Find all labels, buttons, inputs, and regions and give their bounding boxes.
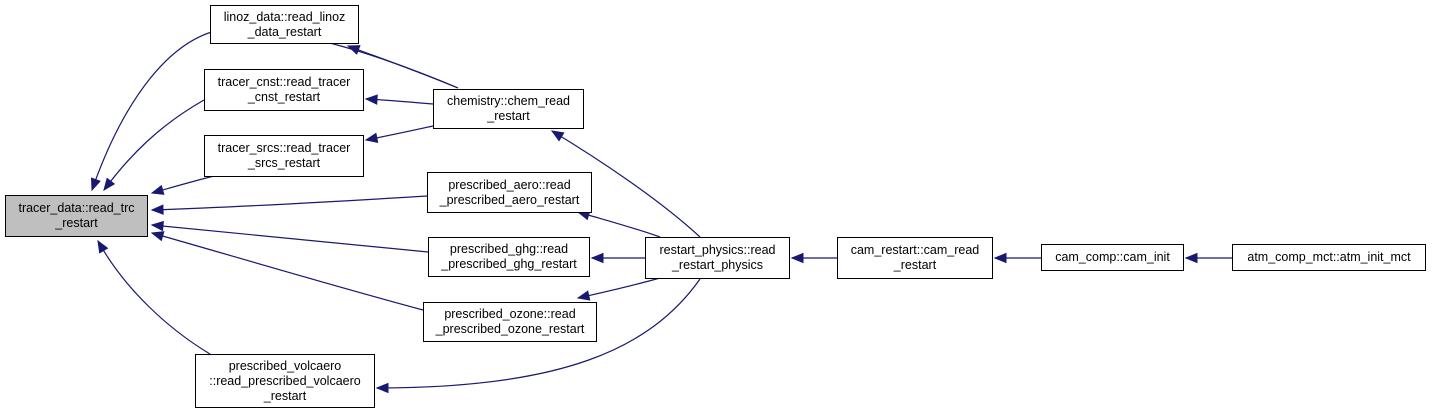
- edge-ghg-to-root: [151, 224, 429, 253]
- node-prescribed-aero-read-prescribed-aero-restart[interactable]: prescribed_aero::read _prescribed_aero_r…: [427, 172, 592, 213]
- edge-arrowhead: [790, 252, 804, 264]
- node-atm-comp-mct-atm-init-mct[interactable]: atm_comp_mct::atm_init_mct: [1232, 244, 1426, 271]
- node-prescribed-volcaero-read-prescribed-volcaero-restart[interactable]: prescribed_volcaero ::read_prescribed_vo…: [195, 354, 375, 408]
- edge-arrowhead: [150, 231, 165, 242]
- node-label: cam_restart::cam_read _restart: [850, 243, 980, 272]
- edge-arrowhead: [590, 252, 604, 264]
- node-cam-restart-cam-read-restart[interactable]: cam_restart::cam_read _restart: [837, 237, 993, 279]
- edge-arrowhead: [97, 239, 109, 254]
- node-label: tracer_srcs::read_tracer _srcs_restart: [217, 141, 351, 170]
- node-label: prescribed_ghg::read _prescribed_ghg_res…: [441, 242, 577, 271]
- node-label: chemistry::chem_read _restart: [447, 94, 570, 123]
- node-chemistry-chem-read-restart[interactable]: chemistry::chem_read _restart: [433, 89, 584, 129]
- edge-arrowhead: [576, 290, 591, 301]
- node-tracer-data-read-trc-restart: tracer_data::read_trc _restart: [5, 195, 148, 237]
- edge-arrowhead: [364, 132, 379, 143]
- node-label: linoz_data::read_linoz _data_restart: [223, 9, 346, 39]
- edge-arrowhead: [1184, 252, 1198, 264]
- node-label: tracer_data::read_trc _restart: [18, 201, 135, 230]
- edge-chem-to-linoz: [347, 45, 459, 89]
- edge-arrowhead: [150, 204, 164, 215]
- edge-arrowhead: [993, 252, 1007, 264]
- node-tracer-srcs-read-tracer-srcs-restart[interactable]: tracer_srcs::read_tracer _srcs_restart: [204, 135, 364, 177]
- edge-arrowhead: [150, 184, 165, 195]
- edge-restart_physics-to-aero: [577, 211, 661, 238]
- node-restart-physics-read-restart-physics[interactable]: restart_physics::read _restart_physics: [645, 237, 790, 279]
- node-prescribed-ghg-read-prescribed-ghg-restart[interactable]: prescribed_ghg::read _prescribed_ghg_res…: [428, 237, 590, 277]
- edge-arrowhead: [150, 220, 164, 232]
- node-label: tracer_cnst::read_tracer _cnst_restart: [217, 75, 351, 104]
- node-label: prescribed_aero::read _prescribed_aero_r…: [439, 177, 580, 207]
- node-label: cam_comp::cam_init: [1055, 250, 1170, 264]
- edge-arrowhead: [103, 177, 116, 192]
- edge-restart_physics-to-chem: [551, 130, 701, 238]
- edge-arrowhead: [364, 94, 378, 105]
- edge-aero-to-root: [151, 195, 428, 211]
- edge-arrowhead: [346, 45, 361, 55]
- edge-restart_physics-to-ozone: [577, 277, 661, 299]
- node-prescribed-ozone-read-prescribed-ozone-restart[interactable]: prescribed_ozone::read _prescribed_ozone…: [423, 302, 597, 342]
- edge-tracer_cnst-to-root: [103, 99, 205, 191]
- edge-restart_physics-to-volcaero: [376, 278, 701, 389]
- node-label: restart_physics::read _restart_physics: [659, 243, 776, 272]
- node-linoz-data-read-linoz-data-restart[interactable]: linoz_data::read_linoz _data_restart: [210, 5, 359, 44]
- node-label: atm_comp_mct::atm_init_mct: [1247, 250, 1411, 264]
- edge-arrowhead: [550, 130, 565, 142]
- edge-arrowhead: [375, 382, 389, 394]
- node-label: prescribed_volcaero ::read_prescribed_vo…: [209, 358, 361, 403]
- node-label: prescribed_ozone::read _prescribed_ozone…: [435, 307, 585, 336]
- node-cam-comp-cam-init[interactable]: cam_comp::cam_init: [1041, 244, 1184, 271]
- node-tracer-cnst-read-tracer-cnst-restart[interactable]: tracer_cnst::read_tracer _cnst_restart: [204, 69, 364, 111]
- edge-ozone-to-root: [151, 232, 424, 311]
- edge-volcaero-to-root: [97, 240, 211, 355]
- edge-arrowhead: [90, 177, 101, 192]
